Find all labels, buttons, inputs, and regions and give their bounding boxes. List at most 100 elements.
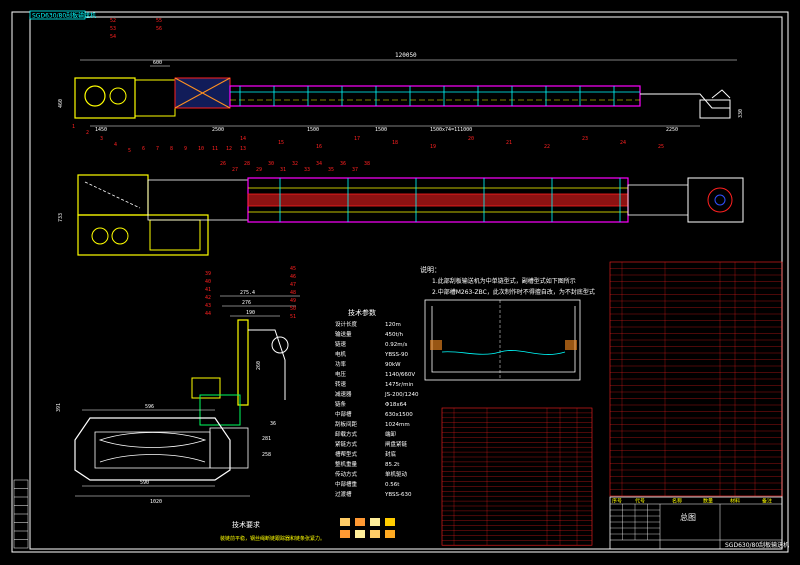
tech-param-label: 链条 — [335, 400, 347, 408]
tech-param-value: 1140/660V — [385, 372, 415, 378]
balloon-1: 1 — [72, 124, 75, 130]
balloon-37: 37 — [352, 167, 358, 173]
tech-param-label: 电机 — [335, 350, 347, 358]
section-balloon-48: 48 — [290, 290, 296, 296]
dim-2250: 2250 — [666, 127, 678, 133]
balloon-11: 11 — [212, 146, 218, 152]
balloon-18: 18 — [392, 140, 398, 146]
balloon-35: 35 — [328, 167, 334, 173]
dim-460: 460 — [58, 99, 64, 108]
balloon-5: 5 — [128, 148, 131, 154]
notes-heading: 说明： — [420, 265, 441, 274]
balloon-20: 20 — [468, 136, 474, 142]
col-note: 备注 — [762, 498, 772, 505]
balloon-8: 8 — [170, 146, 173, 152]
bom-table-right — [609, 261, 783, 497]
balloon-21: 21 — [506, 140, 512, 146]
tech-param-value: 85.2t — [385, 462, 400, 468]
trough-detail — [424, 299, 581, 381]
tech-param-value: 0.56t — [385, 482, 400, 488]
balloon-15: 15 — [278, 140, 284, 146]
tech-param-label: 刮板间距 — [335, 420, 358, 428]
tech-param-label: 紧链方式 — [335, 440, 358, 448]
balloon-10: 10 — [198, 146, 204, 152]
col-mat: 材料 — [730, 498, 740, 505]
tech-param-label: 中部槽重 — [335, 480, 358, 488]
balloon-38: 38 — [364, 161, 370, 167]
balloon-28: 28 — [244, 161, 250, 167]
balloon-3: 3 — [100, 136, 103, 142]
title-block: 序号 代号 名称 数量 材料 备注 总图 SGD630/80刮板输送机 — [609, 496, 789, 550]
dim-2500: 2500 — [212, 127, 224, 133]
dim-596: 596 — [145, 404, 154, 410]
balloon-24: 24 — [620, 140, 626, 146]
balloon-16: 16 — [316, 144, 322, 150]
section-balloon-50: 50 — [290, 306, 296, 312]
tech-param-value: 1024mm — [385, 422, 410, 428]
section-balloon-46: 46 — [290, 274, 296, 280]
balloon-32: 32 — [292, 161, 298, 167]
top-tag-box — [29, 10, 86, 20]
balloon-29: 29 — [256, 167, 262, 173]
dim-1500x74: 1500x74=111000 — [430, 127, 472, 133]
elevation-view: 120050 600 1450 2500 1500 1500 1500x74=1… — [58, 52, 744, 133]
tech-param-label: 过渡槽 — [335, 490, 352, 498]
section-balloon-49: 49 — [290, 298, 296, 304]
balloon-27: 27 — [232, 167, 238, 173]
tech-param-value: 630x1500 — [385, 412, 413, 418]
dim-1500a: 1500 — [307, 127, 319, 133]
section-balloon-40: 40 — [205, 279, 211, 285]
section-balloon-45: 45 — [290, 266, 296, 272]
balloon-36: 36 — [340, 161, 346, 167]
tech-param-label: 槽帮型式 — [335, 450, 358, 458]
tech-param-label: 功率 — [335, 360, 347, 368]
plan-view: 733 — [58, 174, 744, 256]
notes: 说明： 1.此部刮板输送机为中单链型式，副槽型式如下图所示 2.中部槽M263-… — [420, 265, 595, 296]
balloon-9: 9 — [184, 146, 187, 152]
tech-req-heading: 技术要求 — [232, 520, 260, 529]
dim-276: 276 — [242, 300, 251, 306]
balloon-25: 25 — [658, 144, 664, 150]
section-balloon-42: 42 — [205, 295, 211, 301]
section-balloon-44: 44 — [205, 311, 211, 317]
tech-param-label: 传动方式 — [335, 470, 358, 478]
balloon-14: 14 — [240, 136, 246, 142]
tech-param-label: 转速 — [335, 380, 347, 388]
inner-frame — [29, 16, 783, 550]
tech-param-value: 单机驱动 — [385, 470, 408, 478]
balloon-54: 54 — [110, 34, 116, 40]
balloon-7: 7 — [156, 146, 159, 152]
balloon-17: 17 — [354, 136, 360, 142]
notes-line2: 2.中部槽M263-ZBC，此次制作时不得擅自改，为不封底型式 — [432, 288, 595, 296]
notes-line1: 1.此部刮板输送机为中单链型式，副槽型式如下图所示 — [432, 277, 576, 285]
col-name: 名称 — [672, 498, 682, 505]
balloon-12: 12 — [226, 146, 232, 152]
dim-1500b: 1500 — [375, 127, 387, 133]
balloon-19: 19 — [430, 144, 436, 150]
tech-params-heading: 技术参数 — [348, 308, 376, 317]
col-qty: 数量 — [703, 498, 713, 505]
balloon-56: 56 — [156, 26, 162, 32]
balloon-4: 4 — [114, 142, 117, 148]
color-swatches — [340, 518, 395, 538]
top-tag: SGD630/80刮板输送机 — [32, 12, 96, 20]
balloon-22: 22 — [544, 144, 550, 150]
tech-req-line: 装链前平稳，钢丝绳断链跟踪器和链条张紧力。 — [220, 535, 325, 542]
outer-frame — [11, 11, 789, 553]
dim-275: 275.4 — [240, 290, 255, 296]
dim-190: 190 — [246, 310, 255, 316]
col-code: 代号 — [635, 498, 645, 505]
drawing-name: 总图 — [680, 512, 696, 522]
dim-590: 590 — [140, 480, 149, 486]
dim-1020: 1020 — [150, 499, 162, 505]
col-seq: 序号 — [612, 498, 622, 505]
dim-733: 733 — [58, 213, 64, 222]
tech-param-value: 90kW — [385, 362, 401, 368]
dim-281: 281 — [262, 436, 271, 442]
bom-table-left — [441, 407, 593, 546]
tech-param-label: 电压 — [335, 370, 347, 378]
section-balloon-39: 39 — [205, 271, 211, 277]
balloon-55: 55 — [156, 18, 162, 24]
